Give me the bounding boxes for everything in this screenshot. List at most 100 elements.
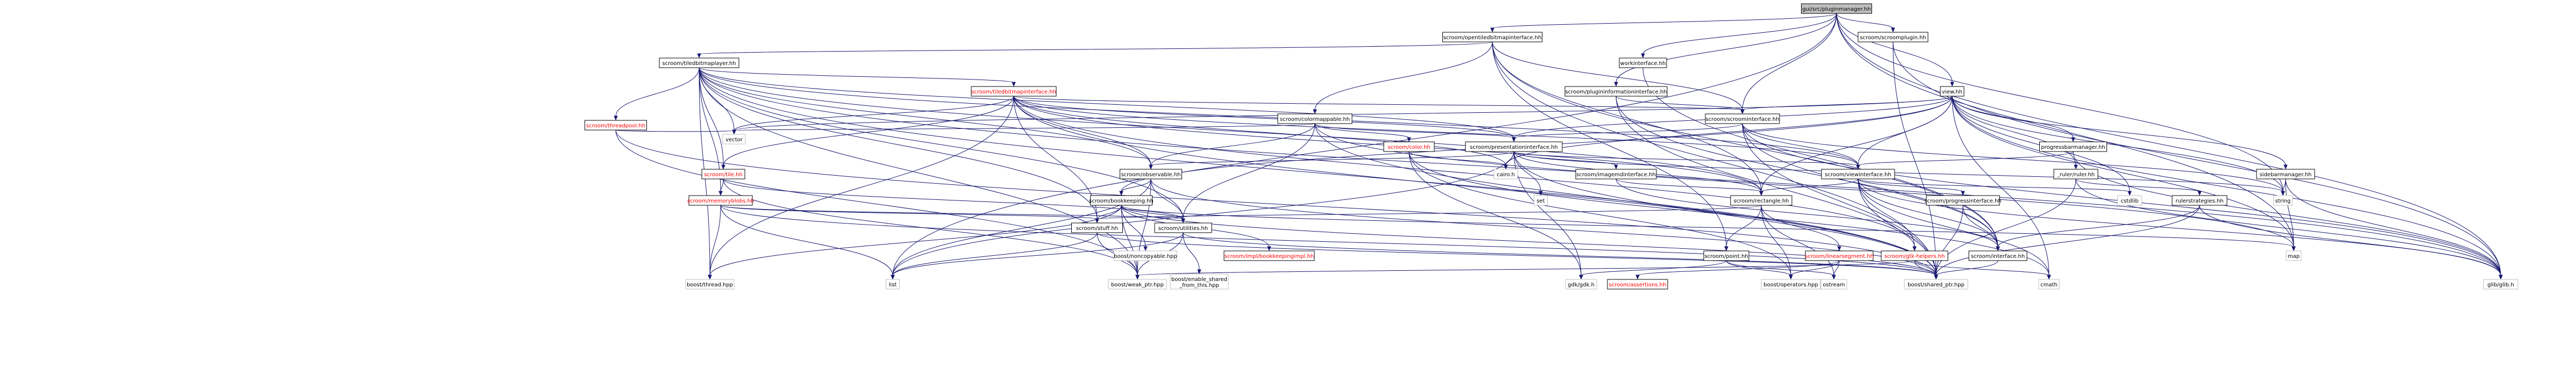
include-edge-tpool-to-vector xyxy=(615,129,735,132)
arrowhead-rulestr-to-iface xyxy=(1996,246,2000,251)
node-openxl[interactable]: scroom/opentiledbitmapinterface.hh xyxy=(1442,32,1542,42)
node-scroomint[interactable]: scroom/scroominterface.hh xyxy=(1705,113,1780,124)
include-edge-color-to-gdkgdk xyxy=(1408,151,1582,276)
node-box-membl xyxy=(688,195,753,206)
include-edge-openxl-to-tlayer xyxy=(699,41,1493,55)
node-box-list xyxy=(886,279,900,290)
arrowhead-bookk-to-utils xyxy=(1181,218,1185,224)
arrowhead-presint-to-imagemd xyxy=(1614,164,1618,170)
node-label-scroomint: scroom/scroominterface.hh xyxy=(1706,117,1780,123)
node-label-cairo: cairo.h xyxy=(1497,172,1515,178)
node-utils[interactable]: scroom/utilities.hh xyxy=(1154,222,1212,233)
node-set: set xyxy=(1534,195,1548,206)
node-workint[interactable]: workinterface.hh xyxy=(1619,57,1667,68)
node-assert[interactable]: scroom/assertions.hh xyxy=(1607,279,1668,290)
node-gtkhelp[interactable]: scroom/gtk-helpers.hh xyxy=(1881,250,1948,261)
node-box-gdkgdk xyxy=(1565,279,1597,290)
node-viewint[interactable]: scroom/viewinterface.hh xyxy=(1821,169,1895,179)
node-colormap[interactable]: scroom/colormappable.hh xyxy=(1277,113,1353,124)
include-edge-pinfo-to-iface xyxy=(1616,96,1998,248)
arrowhead-gtkhelp-to-bweak xyxy=(1135,275,1140,280)
node-splugin[interactable]: scroom/scroomplugin.hh xyxy=(1858,32,1929,42)
include-edge-tiledint-to-gtkhelp xyxy=(1013,96,1915,248)
arrowhead-presint-to-set xyxy=(1539,191,1543,196)
node-box-bookimpl xyxy=(1223,250,1315,261)
include-edge-tlayer-to-tiledint xyxy=(699,67,1014,83)
node-rect[interactable]: scroom/rectangle.hh xyxy=(1730,195,1792,206)
node-box-observ xyxy=(1120,169,1182,179)
include-edge-rulestr-to-iface xyxy=(1997,205,2200,248)
node-bthread: boost/thread.hpp xyxy=(685,279,735,290)
node-bookk[interactable]: scroom/bookkeeping.hh xyxy=(1089,195,1154,206)
node-point[interactable]: scroom/point.hh xyxy=(1703,250,1749,261)
node-label-bops: boost/operators.hpp xyxy=(1763,282,1818,288)
include-edge-view-to-vector xyxy=(734,96,1953,131)
arrowhead-bookk-to-bookimpl xyxy=(1267,246,1271,251)
node-tlayer[interactable]: scroom/tiledbitmaplayer.hh xyxy=(659,57,739,68)
include-edge-rulestr-to-bshared xyxy=(1935,205,2200,276)
include-edge-point-to-bops xyxy=(1726,260,1791,276)
node-sidebar[interactable]: sidebarmanager.hh xyxy=(2256,169,2315,179)
node-presint[interactable]: scroom/presentationinterface.hh xyxy=(1465,141,1563,152)
include-edge-imagemd-to-rect xyxy=(1616,178,1762,192)
include-edge-viewint-to-iface xyxy=(1858,178,1998,248)
include-edge-tile-to-utils xyxy=(723,178,1184,220)
node-label-linseg: scroom/linearsegment.hh xyxy=(1805,254,1874,260)
node-color[interactable]: scroom/color.hh xyxy=(1383,141,1435,152)
arrowhead-linseg-to-bops xyxy=(1789,275,1793,280)
include-edge-utils-to-benable xyxy=(1183,232,1200,271)
include-edge-openxl-to-colormap xyxy=(1314,41,1493,111)
node-box-tiledint xyxy=(971,86,1057,97)
include-edge-scroomint-to-presint xyxy=(1513,123,1743,139)
node-label-gdkgdk: gdk/gdk.h xyxy=(1568,282,1595,288)
node-ruler[interactable]: _ruler/ruler.hh xyxy=(2053,169,2098,179)
node-label-benable: _from_this.hpp xyxy=(1179,283,1219,289)
node-label-splugin: scroom/scroomplugin.hh xyxy=(1860,35,1926,41)
include-edge-colormap-to-presint xyxy=(1314,123,1514,139)
node-tile[interactable]: scroom/tile.hh xyxy=(701,169,745,179)
node-box-cairo xyxy=(1493,169,1518,179)
include-edge-presint-to-viewint xyxy=(1513,151,1859,166)
node-label-rulestr: rulerstrategies.hh xyxy=(2175,198,2223,204)
include-edge-view-to-cairo xyxy=(1505,96,1953,166)
include-edge-scroomint-to-bshared xyxy=(1742,123,1937,276)
node-observ[interactable]: scroom/observable.hh xyxy=(1120,169,1182,179)
node-tiledint[interactable]: scroom/tiledbitmapinterface.hh xyxy=(971,86,1057,97)
node-tpool[interactable]: scroom/threadpool.hh xyxy=(585,120,647,131)
include-edge-point-to-ostream xyxy=(1726,260,1834,276)
node-label-view: view.hh xyxy=(1942,89,1962,95)
include-edge-tiledint-to-viewint xyxy=(1013,96,1859,166)
node-label-colormap: scroom/colormappable.hh xyxy=(1280,117,1350,123)
include-edge-membl-to-bshared xyxy=(720,205,1937,276)
node-box-bthread xyxy=(685,279,735,290)
include-edge-rect-to-linseg xyxy=(1761,205,1840,248)
node-bookimpl[interactable]: scroom/impl/bookkeepingimpl.hh xyxy=(1223,250,1315,261)
include-edge-observ-to-bookk xyxy=(1121,178,1151,192)
node-imagemd[interactable]: scroom/imagemdinterface.hh xyxy=(1575,169,1657,179)
include-edge-view-to-sidebar xyxy=(1952,96,2286,166)
node-label-tile: scroom/tile.hh xyxy=(704,172,742,178)
node-rulestr[interactable]: rulerstrategies.hh xyxy=(2172,195,2228,206)
include-edge-splugin-to-glib xyxy=(1892,41,2501,276)
node-linseg[interactable]: scroom/linearsegment.hh xyxy=(1805,250,1874,261)
node-stuff[interactable]: scroom/stuff.hh xyxy=(1071,222,1123,233)
include-edge-membl-to-bthread xyxy=(709,205,721,276)
include-edge-tpool-to-bweak xyxy=(615,129,1138,276)
node-pbint[interactable]: scroom/progressinterface.hh xyxy=(1924,195,2002,206)
node-box-color xyxy=(1383,141,1435,152)
node-label-stuff: scroom/stuff.hh xyxy=(1076,226,1118,232)
node-view[interactable]: view.hh xyxy=(1940,86,1965,97)
include-edge-root-to-scroomint xyxy=(1742,13,1837,111)
include-edge-membl-to-stuff xyxy=(720,205,1098,220)
node-membl[interactable]: scroom/memoryblobs.hh xyxy=(687,195,754,206)
node-root[interactable]: gui/src/pluginmanager.hh xyxy=(1801,3,1872,14)
node-box-rect xyxy=(1730,195,1792,206)
node-pinfo[interactable]: scroom/plugininformationinterface.hh xyxy=(1564,86,1668,97)
node-label-bshared: boost/shared_ptr.hpp xyxy=(1908,282,1965,288)
include-edge-tiledint-to-presint xyxy=(1013,96,1514,139)
node-vector: vector xyxy=(722,134,746,145)
arrowhead-utils-to-benable xyxy=(1197,269,1201,275)
node-progress[interactable]: progressbarmanager.hh xyxy=(2039,141,2107,152)
node-iface[interactable]: scroom/interface.hh xyxy=(1968,250,2027,261)
node-label-ostream: ostream xyxy=(1823,282,1845,288)
